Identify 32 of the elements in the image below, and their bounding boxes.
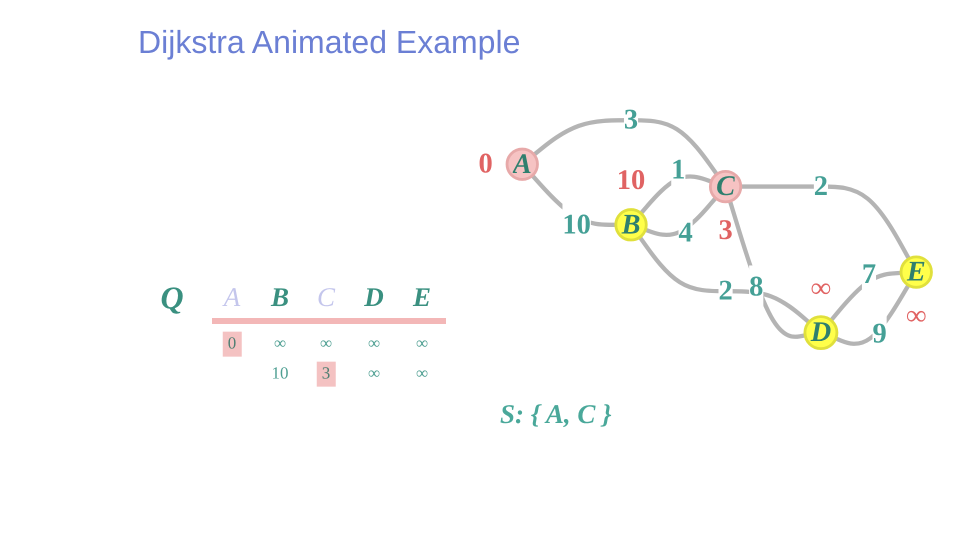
distance-value: 10 [272,364,288,384]
node-circle: A [506,148,539,181]
set-label: S: { A, C } [500,400,612,430]
column-header: B [271,283,289,313]
distance-value: ∞ [274,334,286,354]
column-header: D [364,283,384,313]
node-circle: E [900,255,933,289]
edge-line [740,184,911,260]
queue-label: Q [160,280,184,316]
distance-value: ∞ [368,334,380,354]
distance-value: ∞ [320,334,332,354]
distance-label: 10 [616,165,646,196]
distance-label: ∞ [906,300,926,332]
highlighted-value: 0 [222,332,242,356]
distance-value: ∞ [368,364,380,384]
title: Dijkstra Animated Example [138,24,520,61]
node-circle: D [804,315,838,350]
column-header: C [317,283,335,313]
edge-line [638,236,810,324]
highlighted-value: 3 [316,362,336,386]
column-header: A [224,283,240,313]
node-circle: B [614,208,648,242]
edge-line [532,118,718,176]
distance-label: 0 [478,148,493,180]
node-circle: C [708,170,742,204]
edge-line [639,174,712,215]
column-header: E [413,283,431,313]
distance-value: ∞ [416,334,428,354]
distance-label: ∞ [810,272,832,304]
edge-weight: 8 [749,265,764,308]
distance-label: 3 [718,215,733,246]
distance-value: ∞ [416,364,428,384]
